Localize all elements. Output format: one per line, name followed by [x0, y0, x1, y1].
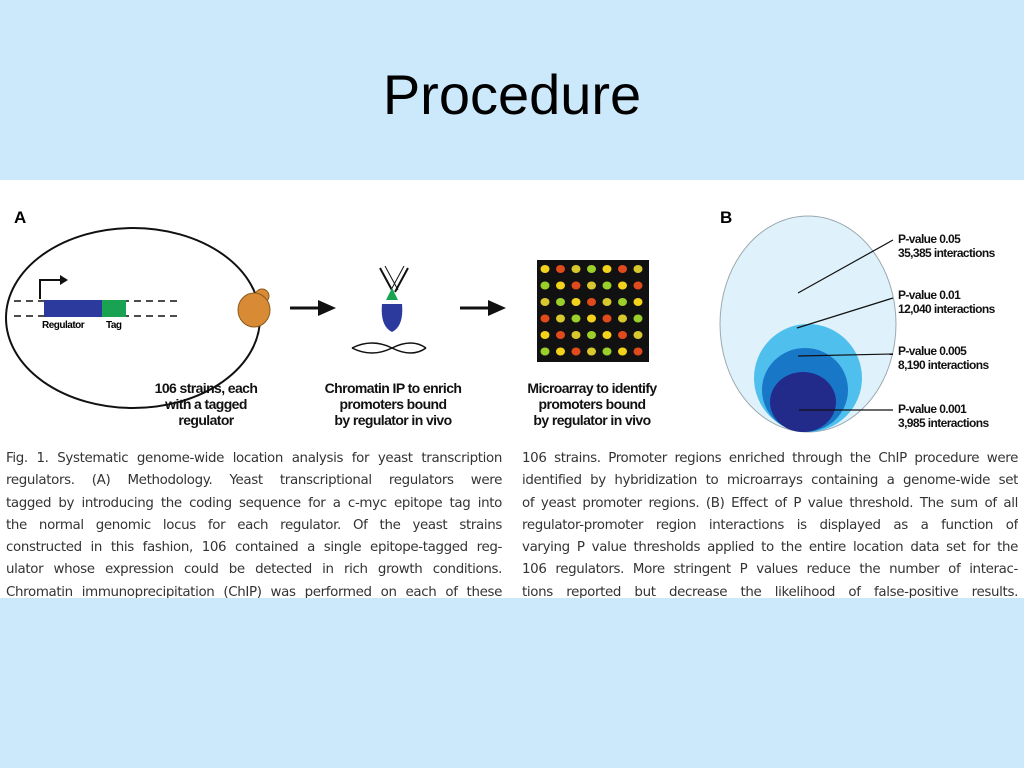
- pvalue-ellipses: [719, 215, 897, 433]
- microarray-spot: [618, 347, 627, 356]
- arrow-right-icon: [318, 300, 336, 316]
- microarray-spot: [633, 265, 643, 273]
- microarray-spot: [602, 331, 612, 339]
- microarray-spot: [540, 298, 550, 306]
- microarray-spot: [587, 331, 596, 339]
- caption-line: the normal genomic locus for each regula…: [6, 517, 502, 533]
- process-arrows: [290, 300, 506, 316]
- yeast-cell-icon: [237, 292, 271, 328]
- epitope-tag-icon: [386, 288, 398, 300]
- caption-line: regulators. (A) Methodology. Yeast trans…: [6, 473, 502, 489]
- microarray-image: [537, 260, 649, 362]
- microarray-spot: [556, 281, 565, 290]
- caption-line: 106 strains. Promoter regions enriched t…: [522, 451, 1018, 466]
- microarray-spot: [633, 347, 643, 356]
- tag-gene-box: [102, 300, 126, 317]
- figure-graphics: [5, 215, 897, 433]
- regulator-gene-box: [44, 300, 102, 317]
- microarray-spot: [571, 281, 581, 290]
- regulator-label: Regulator: [42, 320, 85, 331]
- panel-a-label: A: [14, 208, 27, 227]
- microarray-spot: [602, 298, 612, 306]
- figure-image: A B Regulator Tag 106 strains, each with…: [0, 180, 1024, 598]
- microarray-spot: [556, 265, 565, 273]
- microarray-spot: [571, 298, 581, 306]
- pvalue-leader-lines: [796, 239, 894, 411]
- microarray-spot: [587, 281, 596, 290]
- caption-line: identified by hybridization to microarra…: [522, 473, 1018, 489]
- microarray-spot: [633, 281, 643, 290]
- microarray-spot: [587, 265, 596, 273]
- promoter-arrow-icon: [39, 279, 60, 299]
- microarray-spot: [556, 314, 565, 323]
- microarray-spot: [571, 265, 581, 273]
- dna-helix-icon: [351, 342, 427, 354]
- tag-label: Tag: [106, 320, 122, 331]
- microarray-spot: [587, 314, 596, 323]
- pvalue-label-005: P-value 0.05 35,385 interactions: [898, 232, 995, 260]
- pvalue-label-0001: P-value 0.001 3,985 interactions: [898, 402, 989, 430]
- caption-right-column: 106 strains. Promoter regions enriched t…: [522, 448, 1018, 598]
- microarray-spot: [556, 347, 565, 356]
- microarray-spot: [556, 331, 565, 339]
- arrow-right-icon: [488, 300, 506, 316]
- caption-line: constructed in this fashion, 106 contain…: [6, 540, 502, 556]
- ellipse-pvalue-0001: [770, 372, 836, 432]
- caption-left-column: Fig. 1. Systematic genome-wide location …: [6, 448, 502, 598]
- microarray-spot: [540, 314, 550, 323]
- microarray-spot: [587, 347, 596, 356]
- microarray-spot: [633, 314, 643, 323]
- microarray-spot: [633, 331, 643, 339]
- regulator-protein-icon: [381, 304, 403, 332]
- caption-line: of yeast promoter regions. (B) Effect of…: [522, 495, 1018, 511]
- slide-title: Procedure: [382, 63, 642, 126]
- caption-line: Fig. 1. Systematic genome-wide location …: [6, 451, 502, 466]
- chip-antibody-diagram: [351, 265, 427, 354]
- caption-line: ulator whose expression could be detecte…: [6, 562, 502, 578]
- microarray-spot: [602, 314, 612, 323]
- caption-line: tions reported but decrease the likeliho…: [522, 584, 1018, 598]
- caption-line: Chromatin immunoprecipitation (ChIP) was…: [6, 584, 502, 598]
- caption-line: regulator-promoter region interactions i…: [522, 517, 1018, 533]
- pvalue-label-0005: P-value 0.005 8,190 interactions: [898, 344, 989, 372]
- microarray-spot: [602, 347, 612, 356]
- microarray-spot: [587, 298, 596, 306]
- microarray-spot: [618, 331, 627, 339]
- step-caption-microarray: Microarray to identify promoters bound b…: [527, 380, 657, 428]
- microarray-spot: [540, 265, 550, 273]
- step-caption-strains: 106 strains, each with a tagged regulato…: [154, 380, 258, 428]
- microarray-spot: [602, 281, 612, 290]
- caption-line: 106 regulators. More stringent P values …: [522, 562, 1018, 578]
- step-caption-chip: Chromatin IP to enrich promoters bound b…: [324, 380, 462, 428]
- microarray-spot: [602, 265, 612, 273]
- microarray-spot: [618, 265, 627, 273]
- microarray-spot: [618, 298, 627, 306]
- microarray-spot: [540, 281, 550, 290]
- microarray-spot: [540, 331, 550, 339]
- microarray-spot: [540, 347, 550, 356]
- microarray-spot: [556, 298, 565, 306]
- microarray-spot: [571, 314, 581, 323]
- pvalue-label-001: P-value 0.01 12,040 interactions: [898, 288, 995, 316]
- microarray-spot: [633, 298, 643, 306]
- panel-b-label: B: [720, 208, 733, 227]
- microarray-spot: [571, 331, 581, 339]
- caption-line: tagged by introducing the coding sequenc…: [6, 495, 502, 511]
- cell-diagram: [5, 227, 271, 409]
- caption-line: varying P value thresholds applied to th…: [522, 540, 1018, 556]
- microarray-spot: [571, 347, 581, 356]
- microarray-spot: [618, 314, 627, 323]
- microarray-spot: [618, 281, 627, 290]
